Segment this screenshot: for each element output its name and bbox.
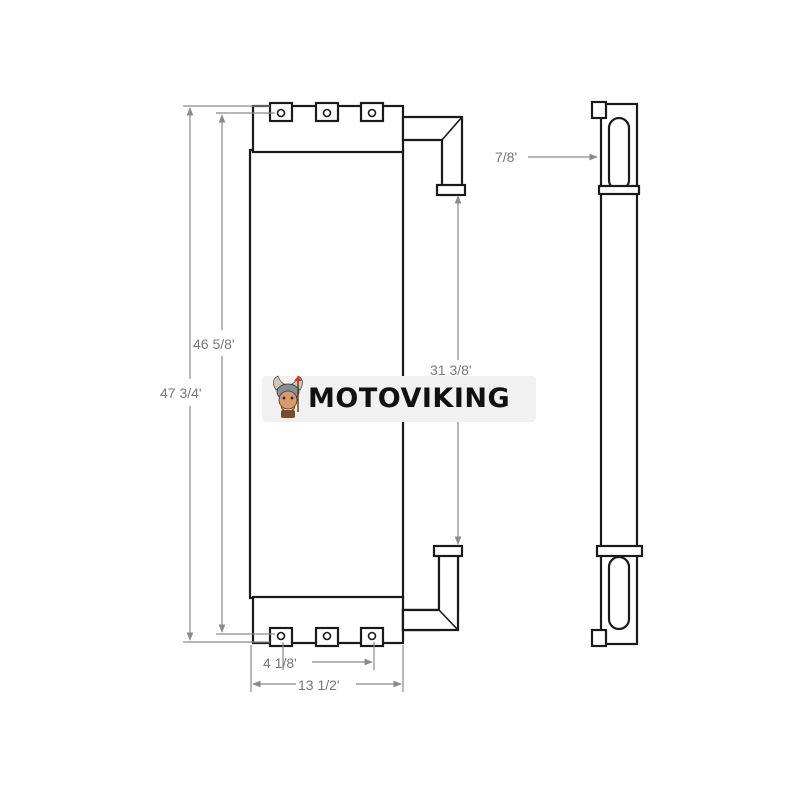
core-height-label: 46 5/8'	[193, 336, 235, 352]
side-bottom-tab	[590, 628, 608, 648]
side-view	[590, 100, 644, 648]
radiator-core	[248, 148, 405, 600]
bottom-mounting-tabs	[268, 626, 385, 648]
upper-pipe	[401, 115, 467, 197]
side-lower-flange	[595, 544, 644, 558]
port-spacing-label: 31 3/8'	[430, 362, 472, 378]
front-view	[248, 101, 467, 648]
overall-width-label: 13 1/2'	[298, 677, 340, 693]
thickness-label: 7/8'	[495, 149, 517, 165]
dimension-lines	[183, 105, 598, 692]
hole-spacing-label: 4 1/8'	[263, 655, 297, 671]
side-top-tab	[590, 100, 608, 120]
brand-name: MOTOVIKING	[308, 383, 511, 414]
side-upper-flange	[597, 184, 641, 196]
lower-pipe	[401, 544, 464, 632]
top-mounting-tabs	[268, 101, 385, 123]
brand-watermark	[262, 376, 536, 422]
overall-height-label: 47 3/4'	[160, 385, 202, 401]
